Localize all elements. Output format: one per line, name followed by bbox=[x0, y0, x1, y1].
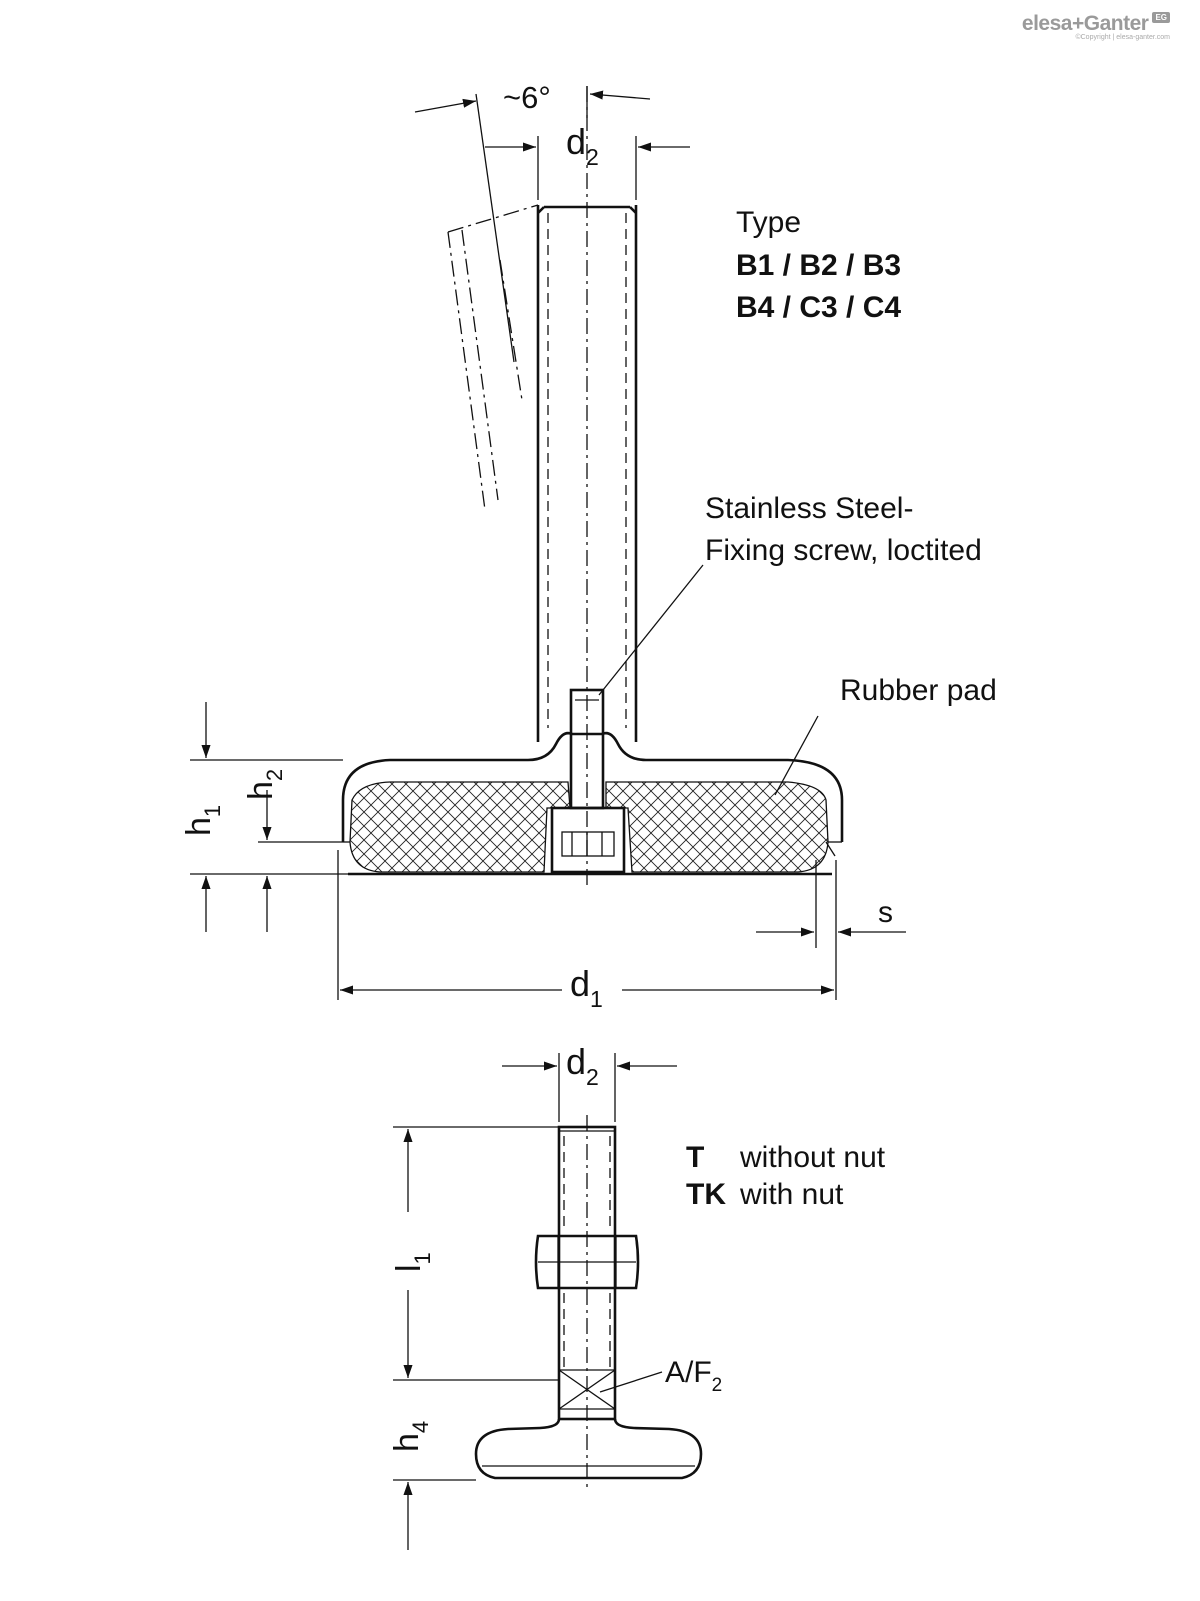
lower-view: d2 l1 h4 A/F2 T without nut TK with nut bbox=[388, 1041, 886, 1550]
brand-badge: EG bbox=[1152, 12, 1170, 23]
d2-dimension-lower: d2 bbox=[502, 1041, 677, 1122]
brand-name: elesa+Ganter bbox=[1021, 12, 1149, 35]
variant-tk-code: TK bbox=[686, 1178, 726, 1211]
d1-label: d1 bbox=[570, 963, 603, 1012]
af-label: A/F2 bbox=[665, 1356, 722, 1396]
screw-callout-line-2: Fixing screw, loctited bbox=[705, 534, 982, 567]
tilted-phantom-stud bbox=[447, 204, 539, 511]
lower-foot bbox=[474, 1418, 703, 1480]
d2-label-lower: d2 bbox=[566, 1041, 599, 1090]
fixing-screw bbox=[550, 688, 626, 874]
d2-label-upper: d2 bbox=[566, 121, 599, 170]
screw-leader-line bbox=[598, 564, 704, 696]
brand-copyright: ©Copyright | elesa-ganter.com bbox=[1075, 34, 1170, 41]
l1-label: l1 bbox=[390, 1252, 435, 1272]
hex-nut bbox=[534, 1234, 640, 1290]
rubber-pad-section bbox=[349, 781, 571, 873]
height-dimensions-upper: h1 h2 bbox=[180, 702, 348, 932]
upper-view: ~6° d2 bbox=[180, 80, 997, 1012]
pad-leader-line bbox=[774, 715, 819, 796]
threaded-stud bbox=[536, 205, 638, 742]
variant-t-code: T bbox=[686, 1141, 704, 1174]
type-line-1: B1 / B2 / B3 bbox=[736, 249, 901, 282]
type-line-2: B4 / C3 / C4 bbox=[736, 291, 901, 324]
height-dimensions-lower: l1 h4 bbox=[388, 1126, 559, 1550]
screw-callout-line-1: Stainless Steel- bbox=[705, 492, 913, 525]
d2-dimension-upper: d2 bbox=[485, 121, 690, 200]
h1-label: h1 bbox=[180, 805, 225, 836]
angle-label: ~6° bbox=[503, 80, 551, 115]
angle-dimension: ~6° bbox=[414, 80, 651, 363]
af-leader-line bbox=[599, 1371, 663, 1393]
type-heading: Type bbox=[736, 206, 801, 239]
rubber-pad-callout: Rubber pad bbox=[840, 674, 997, 707]
width-dimensions-upper: d1 s bbox=[337, 850, 906, 1012]
lower-stud bbox=[557, 1125, 617, 1421]
h4-label: h4 bbox=[388, 1421, 433, 1452]
variant-tk-text: with nut bbox=[739, 1178, 844, 1211]
variant-t-text: without nut bbox=[739, 1141, 886, 1174]
s-label: s bbox=[878, 896, 893, 929]
h2-label: h2 bbox=[242, 769, 287, 800]
base-body bbox=[341, 731, 844, 876]
